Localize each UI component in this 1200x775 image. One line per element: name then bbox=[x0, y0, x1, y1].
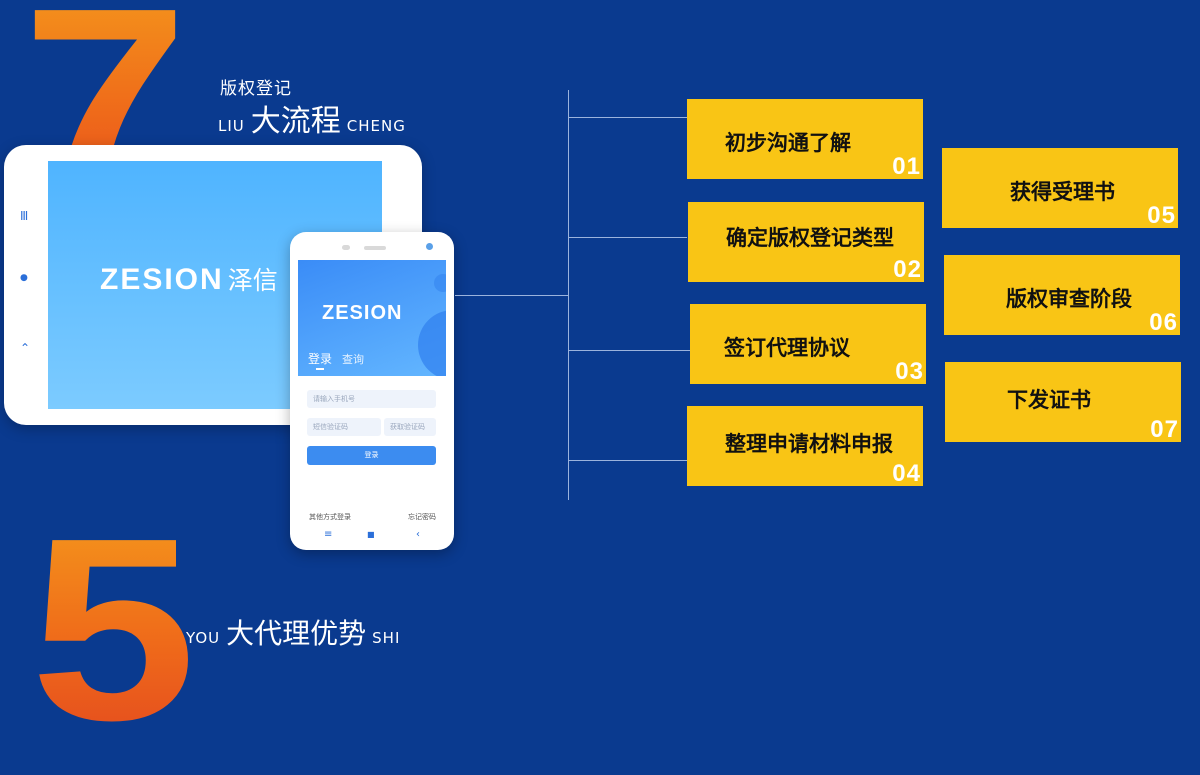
step-label: 签订代理协议 bbox=[724, 336, 850, 360]
connector-main bbox=[455, 295, 568, 296]
step-number: 07 bbox=[1150, 416, 1179, 443]
phone-menu-icon: ≡ bbox=[324, 529, 333, 540]
step-05: 获得受理书 05 bbox=[942, 148, 1178, 228]
step-label: 整理申请材料申报 bbox=[725, 432, 893, 456]
phone-back-icon: ‹ bbox=[416, 529, 420, 540]
tab-login-indicator bbox=[316, 368, 324, 370]
phone-home-icon: ■ bbox=[367, 530, 375, 539]
step-number: 01 bbox=[892, 153, 921, 180]
step-label: 下发证书 bbox=[1007, 388, 1091, 412]
phone-number-input[interactable]: 请输入手机号 bbox=[307, 390, 436, 408]
step-04: 整理申请材料申报 04 bbox=[687, 406, 923, 486]
tab-login[interactable]: 登录 bbox=[308, 352, 333, 366]
other-login-link[interactable]: 其他方式登录 bbox=[309, 513, 351, 521]
step-06: 版权审查阶段 06 bbox=[944, 255, 1180, 335]
step-number: 06 bbox=[1149, 309, 1178, 336]
step-number: 04 bbox=[892, 460, 921, 487]
bottom-title-prefix: YOU bbox=[186, 629, 221, 647]
connector-vertical bbox=[568, 90, 569, 500]
connector-04 bbox=[568, 460, 687, 461]
login-button[interactable]: 登录 bbox=[307, 446, 436, 465]
step-number: 03 bbox=[895, 358, 924, 385]
phone-sensor bbox=[342, 245, 350, 250]
title-suffix: CHENG bbox=[346, 117, 406, 135]
phone-screen: ZESION 登录 查询 请输入手机号 短信验证码 获取验证码 登录 其他方式登… bbox=[298, 260, 446, 522]
tablet-logo-cn: 泽信 bbox=[227, 267, 278, 295]
get-code-button[interactable]: 获取验证码 bbox=[384, 418, 436, 436]
sms-code-input[interactable]: 短信验证码 bbox=[307, 418, 381, 436]
step-03: 签订代理协议 03 bbox=[690, 304, 926, 384]
tab-query[interactable]: 查询 bbox=[342, 353, 364, 366]
phone-logo: ZESION bbox=[322, 302, 403, 324]
phone-decor-circle-small bbox=[434, 274, 446, 292]
phone-camera-icon bbox=[426, 243, 433, 250]
tablet-home-icon: ● bbox=[20, 273, 28, 283]
step-label: 版权审查阶段 bbox=[1006, 287, 1132, 311]
step-number: 05 bbox=[1147, 202, 1176, 229]
connector-03 bbox=[568, 350, 690, 351]
step-label: 获得受理书 bbox=[1010, 180, 1115, 204]
phone-speaker bbox=[364, 246, 386, 250]
tablet-logo-text: ZESION bbox=[100, 263, 224, 296]
forgot-password-link[interactable]: 忘记密码 bbox=[408, 513, 436, 521]
phone-header: ZESION 登录 查询 bbox=[298, 260, 446, 376]
subtitle: 版权登记 bbox=[220, 79, 292, 99]
title-prefix: LIU bbox=[218, 117, 245, 135]
connector-01 bbox=[568, 117, 687, 118]
phone-mockup: ZESION 登录 查询 请输入手机号 短信验证码 获取验证码 登录 其他方式登… bbox=[290, 232, 454, 550]
page-title: LIU 大流程 CHENG bbox=[218, 96, 406, 140]
step-label: 确定版权登记类型 bbox=[726, 226, 894, 250]
step-number: 02 bbox=[893, 256, 922, 283]
title-main: 大流程 bbox=[250, 104, 341, 139]
tablet-back-icon: ⌃ bbox=[20, 341, 31, 355]
phone-decor-circle bbox=[418, 310, 446, 376]
bottom-title: YOU 大代理优势 SHI bbox=[186, 612, 400, 652]
step-02: 确定版权登记类型 02 bbox=[688, 202, 924, 282]
connector-02 bbox=[568, 237, 687, 238]
bottom-title-suffix: SHI bbox=[372, 629, 401, 647]
step-label: 初步沟通了解 bbox=[725, 131, 851, 155]
step-01: 初步沟通了解 01 bbox=[687, 99, 923, 179]
bottom-title-main: 大代理优势 bbox=[226, 617, 367, 650]
step-07: 下发证书 07 bbox=[945, 362, 1181, 442]
tablet-menu-icon: Ⅲ bbox=[20, 209, 29, 223]
big-digit-five: 5 bbox=[30, 485, 197, 775]
